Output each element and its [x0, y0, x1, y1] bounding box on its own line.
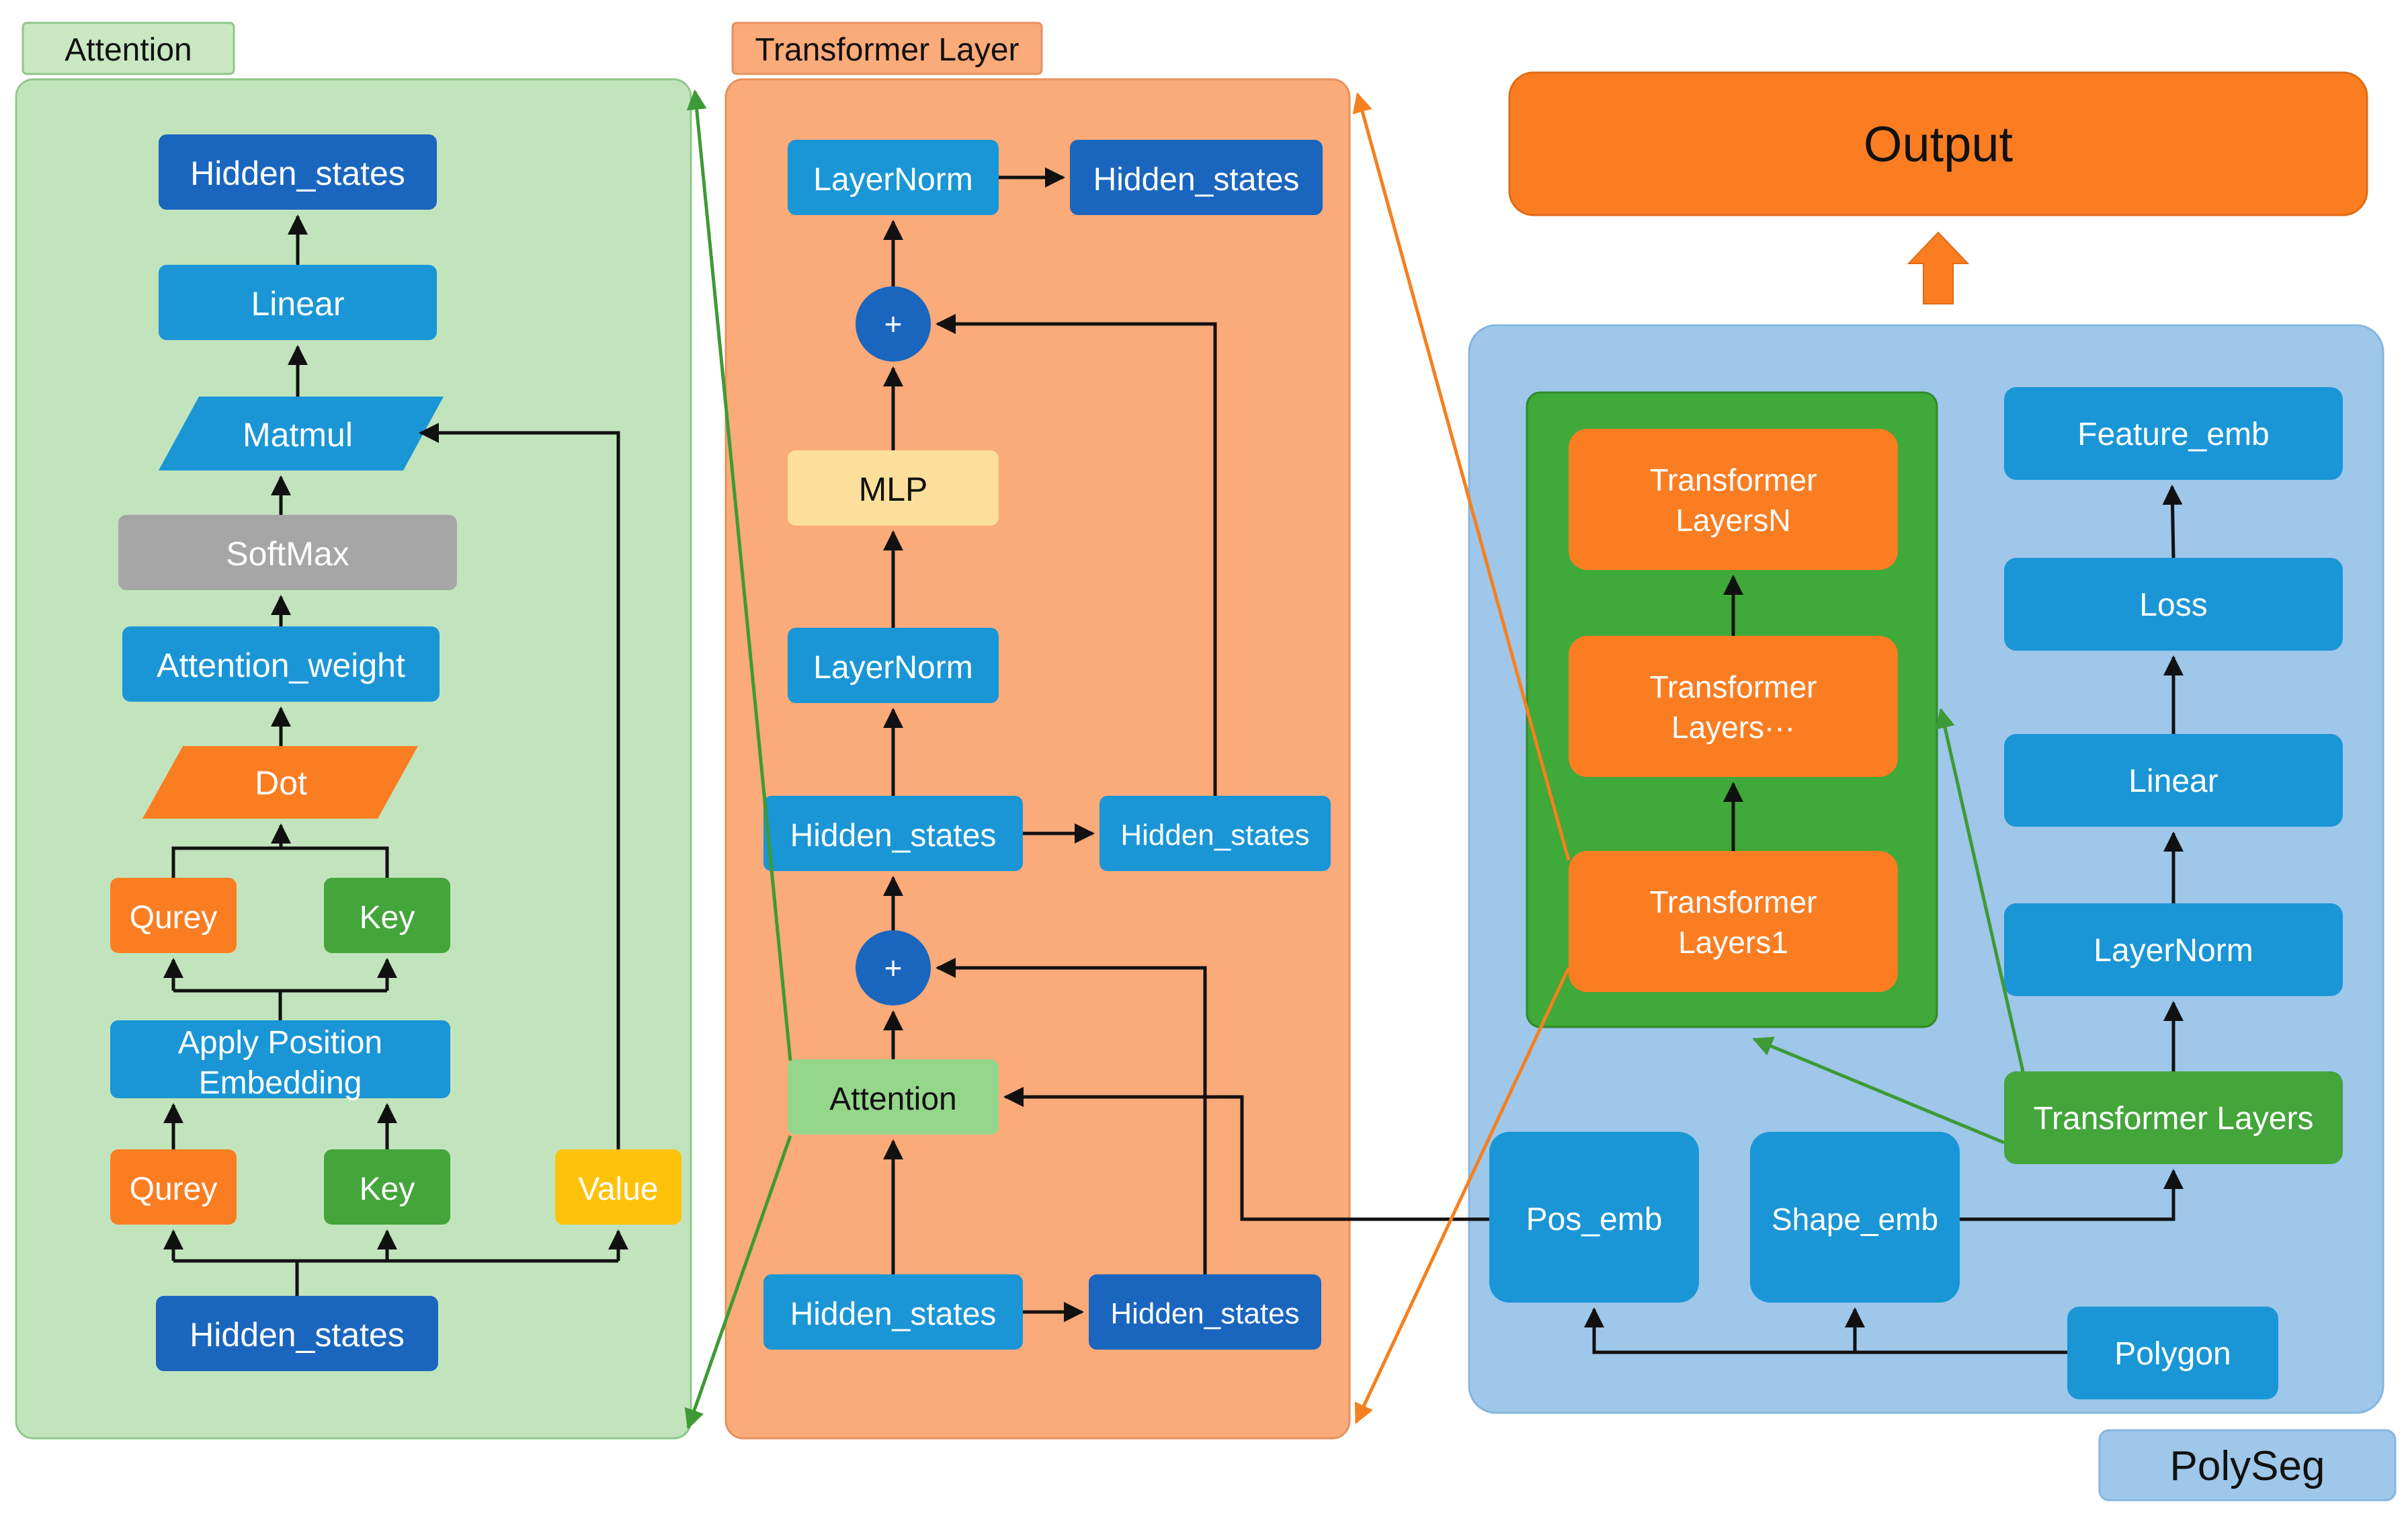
attention-hidden-states-top-label: Hidden_states	[190, 155, 405, 192]
attention-qurey-bottom: Qurey	[110, 1149, 237, 1225]
attention-key-top: Key	[324, 878, 450, 953]
transformer-layernorm-top-label: LayerNorm	[813, 162, 972, 198]
polyseg-loss-label: Loss	[2139, 587, 2207, 623]
attention-qurey-top-label: Qurey	[130, 900, 218, 936]
transformer-hidden-states-in-label: Hidden_states	[790, 1297, 997, 1332]
attention-value-label: Value	[578, 1172, 658, 1207]
transformer-add-top-label: +	[884, 306, 903, 341]
attention-linear-label: Linear	[251, 285, 345, 323]
zoom-attention-lines	[684, 89, 792, 1430]
polyseg-linear: Linear	[2004, 734, 2343, 827]
attention-apply-pos-line1: Apply Position	[178, 1025, 382, 1061]
polyseg-tl-n-line2: LayersN	[1675, 503, 1790, 538]
attention-panel-title: Attention	[22, 22, 235, 75]
polyseg-green-connectors	[1752, 708, 2025, 1145]
transformer-hidden-states-mid-right-label: Hidden_states	[1120, 819, 1309, 852]
polyseg-layernorm-label: LayerNorm	[2093, 933, 2253, 969]
transformer-add-top: +	[856, 286, 931, 362]
attention-softmax: SoftMax	[118, 515, 457, 590]
polyseg-polygon: Polygon	[2067, 1307, 2278, 1399]
transformer-add-bottom-label: +	[884, 950, 903, 985]
transformer-hidden-states-out-label: Hidden_states	[1093, 162, 1300, 198]
attention-weight-label: Attention_weight	[157, 647, 405, 684]
polyseg-feature-emb: Feature_emb	[2004, 387, 2343, 480]
polyseg-panel-title-text: PolySeg	[2170, 1443, 2325, 1489]
transformer-hidden-states-out: Hidden_states	[1070, 140, 1323, 215]
polyseg-transformer-layers: Transformer Layers	[2004, 1071, 2343, 1164]
polyseg-tl-mid-line2: Layers···	[1671, 710, 1795, 745]
attention-hidden-states-top: Hidden_states	[159, 134, 437, 210]
attention-matmul-label: Matmul	[243, 416, 353, 454]
polyseg-tl-mid-line1: Transformer	[1650, 669, 1817, 704]
transformer-panel	[724, 78, 1351, 1440]
polyseg-tl-1-line2: Layers1	[1678, 925, 1788, 960]
polyseg-polygon-label: Polygon	[2114, 1336, 2231, 1372]
polyseg-tl-1-line1: Transformer	[1650, 885, 1817, 919]
attention-weight: Attention_weight	[122, 626, 440, 702]
attention-linear: Linear	[159, 265, 437, 340]
transformer-attention: Attention	[788, 1059, 999, 1135]
transformer-mlp-label: MLP	[859, 470, 928, 508]
attention-panel-title-text: Attention	[65, 32, 192, 68]
transformer-layernorm-mid: LayerNorm	[788, 628, 999, 703]
transformer-layernorm-top: LayerNorm	[788, 140, 999, 215]
transformer-hidden-states-mid: Hidden_states	[763, 796, 1023, 871]
attention-apply-position-embedding: Apply Position Embedding	[110, 1020, 450, 1101]
transformer-attention-label: Attention	[829, 1081, 956, 1117]
transformer-hidden-states-in-right-label: Hidden_states	[1110, 1297, 1299, 1330]
polyseg-shape-emb: Shape_emb	[1750, 1132, 1960, 1303]
polyseg-loss: Loss	[2004, 558, 2343, 651]
polyseg-pos-emb-label: Pos_emb	[1526, 1202, 1663, 1237]
transformer-mlp: MLP	[788, 450, 999, 526]
attention-hidden-states-bottom-label: Hidden_states	[190, 1316, 405, 1354]
attention-key-top-label: Key	[360, 900, 415, 936]
polyseg-transformer-layers-label: Transformer Layers	[2034, 1101, 2314, 1137]
transformer-add-bottom: +	[856, 930, 931, 1005]
polyseg-tl-n-line1: Transformer	[1650, 462, 1817, 497]
transformer-hidden-states-mid-label: Hidden_states	[790, 818, 997, 854]
attention-connectors	[163, 214, 628, 1296]
polyseg-feature-emb-label: Feature_emb	[2077, 417, 2270, 452]
transformer-hidden-states-in-right: Hidden_states	[1089, 1274, 1321, 1350]
output-up-arrow	[1907, 231, 1970, 304]
attention-key-bottom-label: Key	[360, 1172, 415, 1207]
attention-dot-label: Dot	[255, 764, 307, 802]
output-box: Output	[1508, 71, 2368, 216]
polyseg-linear-label: Linear	[2128, 764, 2218, 799]
polyseg-transformer-layers-1: Transformer Layers1	[1569, 851, 1898, 992]
polyseg-transformer-layers-mid: Transformer Layers···	[1569, 636, 1898, 777]
transformer-layernorm-mid-label: LayerNorm	[813, 650, 972, 686]
attention-apply-pos-line2: Embedding	[199, 1065, 362, 1101]
polyseg-connectors	[1584, 485, 2184, 1354]
attention-dot: Dot	[142, 746, 418, 819]
transformer-panel-title: Transformer Layer	[731, 22, 1043, 75]
attention-hidden-states-bottom: Hidden_states	[156, 1296, 438, 1371]
attention-qurey-bottom-label: Qurey	[130, 1172, 218, 1207]
transformer-hidden-states-mid-right: Hidden_states	[1099, 796, 1331, 871]
output-text: Output	[1864, 116, 2013, 172]
polyseg-panel-title: PolySeg	[2098, 1429, 2397, 1502]
polyseg-transformer-layers-n: Transformer LayersN	[1569, 429, 1898, 570]
attention-value: Value	[555, 1149, 681, 1225]
polyseg-layernorm: LayerNorm	[2004, 903, 2343, 996]
transformer-connectors	[883, 167, 1489, 1322]
attention-key-bottom: Key	[324, 1149, 450, 1225]
polyseg-pos-emb: Pos_emb	[1489, 1132, 1699, 1303]
zoom-transformer-lines	[1352, 92, 1571, 1424]
transformer-panel-title-text: Transformer Layer	[755, 32, 1020, 68]
polyseg-shape-emb-label: Shape_emb	[1772, 1202, 1938, 1237]
transformer-hidden-states-in: Hidden_states	[763, 1274, 1023, 1350]
attention-matmul: Matmul	[159, 397, 444, 470]
attention-qurey-top: Qurey	[110, 878, 237, 953]
attention-softmax-label: SoftMax	[226, 535, 349, 573]
